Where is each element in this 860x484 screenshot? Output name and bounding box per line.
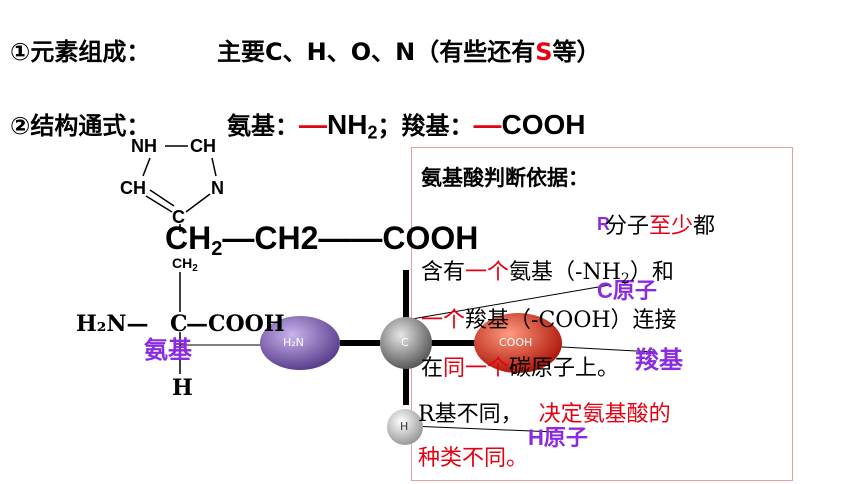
sulfur-mark: S [535, 38, 553, 66]
carbon-atom-label: C原子 [597, 278, 657, 303]
criteria-line-4: 在同一个碳原子上。 [421, 356, 620, 381]
general-formula-line: ②结构通式： 氨基：—NH2；羧基：—COOH [10, 106, 586, 144]
composition-text: 主要C、H、O、N（有些还有 [217, 38, 536, 66]
separator: ； [377, 112, 402, 140]
amino-ball [260, 316, 340, 370]
hydrogen-ball [387, 409, 423, 445]
chain-formula: CH2—CH2——COOH [165, 220, 478, 261]
model-bonds [340, 270, 475, 405]
amino-formula: NH [327, 109, 368, 140]
composition-label: ①元素组成： [10, 38, 151, 66]
ring-ch-left: CH [120, 178, 146, 198]
hydrogen-ball-label: H [400, 420, 409, 433]
criteria-line-1: 分子至少都 [605, 214, 716, 239]
criteria-line-6: 种类不同。 [418, 446, 529, 471]
ring-bonds [142, 145, 217, 374]
criteria-title: 氨基酸判断依据： [421, 166, 589, 190]
chain-ch: CH [165, 220, 212, 256]
ring-ch-top: CH [190, 136, 216, 156]
carboxyl-formula: COOH [501, 109, 586, 140]
structure-cooh: —COOH [186, 311, 285, 337]
criteria-box [411, 147, 793, 481]
criteria-line-5: R基不同，决定氨基酸的 [418, 402, 671, 427]
structure-c: C [170, 311, 188, 337]
structure-h: H [172, 375, 193, 401]
amino-sub: 2 [367, 122, 378, 143]
composition-text-end: 等） [552, 38, 601, 66]
composition-line: ①元素组成： 主要C、H、O、N（有些还有S等） [10, 32, 601, 67]
amino-ball-label: H₂N [283, 336, 304, 349]
chain-ch-sub: 2 [211, 238, 223, 260]
structure-h2n: H₂N— [76, 311, 149, 337]
ring-c: C [172, 207, 185, 227]
carboxyl-ball [474, 313, 562, 373]
carboxyl-dash: — [473, 109, 502, 140]
hydrogen-atom-label: H原子 [528, 425, 588, 450]
ring-nh: NH [131, 136, 157, 156]
carbon-ball [380, 317, 432, 369]
chain-rest: —CH2——COOH [222, 220, 479, 256]
chain-ch2-small: CH2 [172, 255, 198, 274]
criteria-line-2: 含有一个氨基（-NH2）和 [421, 260, 674, 288]
ring-n: N [211, 178, 224, 198]
carboxyl-label: 羧基： [401, 112, 474, 140]
carboxyl-ball-label: COOH [499, 336, 533, 349]
amino-dash: — [299, 109, 328, 140]
amino-label: 氨基： [227, 112, 300, 140]
amino-group-label: 氨基 [144, 336, 192, 364]
carbon-ball-label: C [401, 336, 409, 349]
carboxyl-group-label: 羧基 [635, 346, 683, 374]
general-formula-label: ②结构通式： [10, 112, 151, 140]
r-group-mark: R [597, 214, 610, 234]
criteria-line-3: 一个羧基（-COOH）连接 [421, 308, 677, 333]
